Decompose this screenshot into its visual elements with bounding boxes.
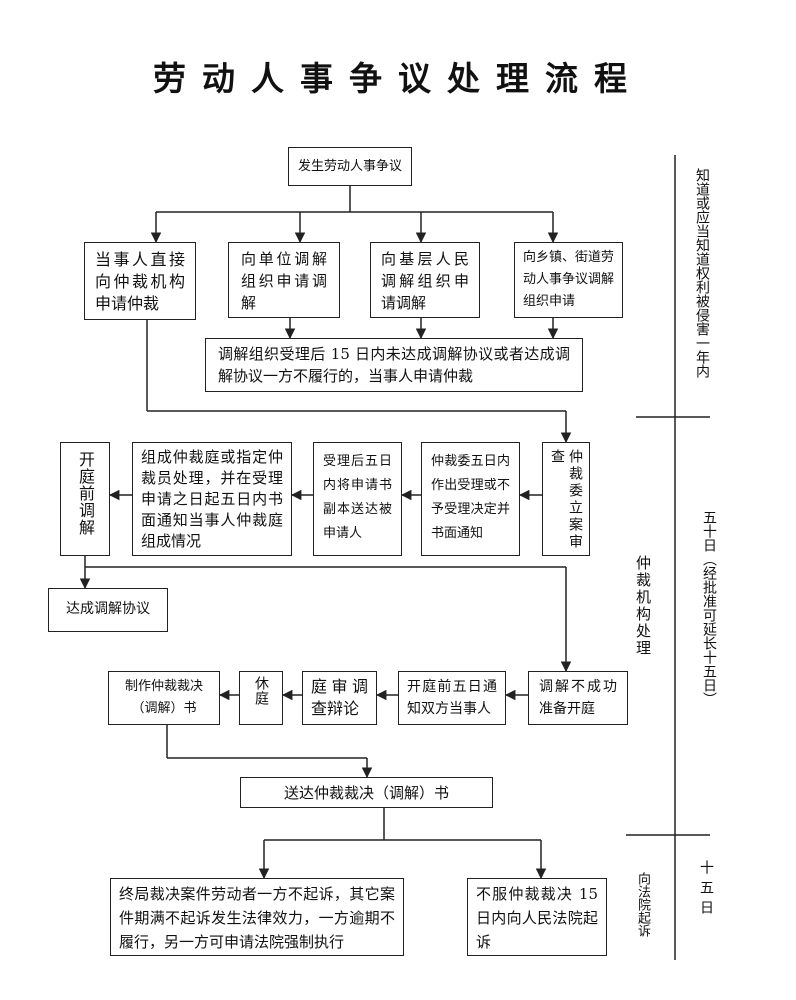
final-award-box: 终局裁决案件劳动者一方不起诉，其它案件期满不起诉发生法律效力，一方逾期不履行，另… [110,878,404,956]
mediation-agreement-box: 达成调解协议 [48,588,168,632]
fifteen-days-label: 十五日 [698,860,714,920]
make-award-box: 制作仲裁裁决（调解）书 [108,671,220,725]
tribunal-formation-box: 组成仲裁庭或指定仲裁员处理，并在受理申请之日起五日内书面通知当事人仲裁庭组成情况 [132,442,292,556]
page-title: 劳动人事争议处理流程 [153,59,643,98]
deliver-copy-box: 受理后五日内将申请书副本送达被申请人 [313,442,402,556]
hearing-notice-box: 开庭前五日通知双方当事人 [398,671,506,725]
court-appeal-box: 不服仲裁裁决 15 日内向人民法院起诉 [467,878,607,956]
grassroots-mediation-box: 向基层人民调解组织申请调解 [370,242,480,318]
unit-mediation-box: 向单位调解组织申请调解 [228,242,340,318]
direct-arbitration-box: 当事人直接向仲裁机构申请仲裁 [84,242,196,320]
prepare-hearing-box: 调解不成功准备开庭 [528,671,628,725]
deliver-award-box: 送达仲裁裁决（调解）书 [240,777,493,808]
court-label: 向法院起诉 [635,872,650,937]
fifty-days-label: 五十日（经批准可延长十五日） [701,510,717,706]
hearing-debate-box: 庭审调查辩论 [302,671,377,725]
pre-hearing-mediation-box: 开庭前调解 [60,442,110,556]
recess-box: 休庭 [239,671,283,725]
mediation-fail-box: 调解组织受理后 15 日内未达成调解协议或者达成调解协议一方不履行的，当事人申请… [205,338,583,392]
case-review-box: 仲裁委立案审查 [542,442,590,556]
one-year-label: 知道或应当知道权利被侵害一年内 [694,168,710,378]
start-box: 发生劳动人事争议 [288,147,412,186]
acceptance-decision-box: 仲裁委五日内作出受理或不予受理决定并书面通知 [421,442,520,556]
township-mediation-box: 向乡镇、街道劳动人事争议调解组织申请 [514,242,623,318]
arbitration-body-label: 仲裁机构处理 [634,555,652,657]
